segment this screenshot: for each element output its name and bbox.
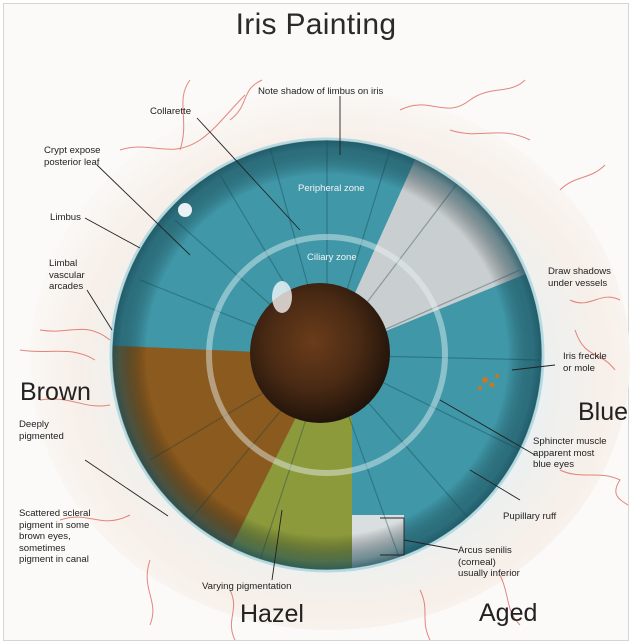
corneal-glint xyxy=(178,203,192,217)
hazel-heading: Hazel xyxy=(240,600,304,629)
brown-heading: Brown xyxy=(20,378,91,407)
label-arcus-senilis: Arcus senilis(corneal)usually inferior xyxy=(458,545,520,580)
blue-heading: Blue xyxy=(578,398,628,427)
label-ciliary-zone: Ciliary zone xyxy=(307,252,357,263)
label-note-shadow: Note shadow of limbus on iris xyxy=(258,86,383,98)
label-limbus: Limbus xyxy=(50,212,81,224)
label-collarette: Collarette xyxy=(150,106,191,118)
label-varying-pigmentation: Varying pigmentation xyxy=(202,581,291,593)
label-pupillary-ruff: Pupillary ruff xyxy=(503,511,556,523)
pupil xyxy=(250,283,390,423)
label-peripheral-zone: Peripheral zone xyxy=(298,183,365,194)
aged-heading: Aged xyxy=(479,599,537,628)
page-title: Iris Painting xyxy=(0,8,632,42)
corneal-highlight xyxy=(272,281,292,313)
